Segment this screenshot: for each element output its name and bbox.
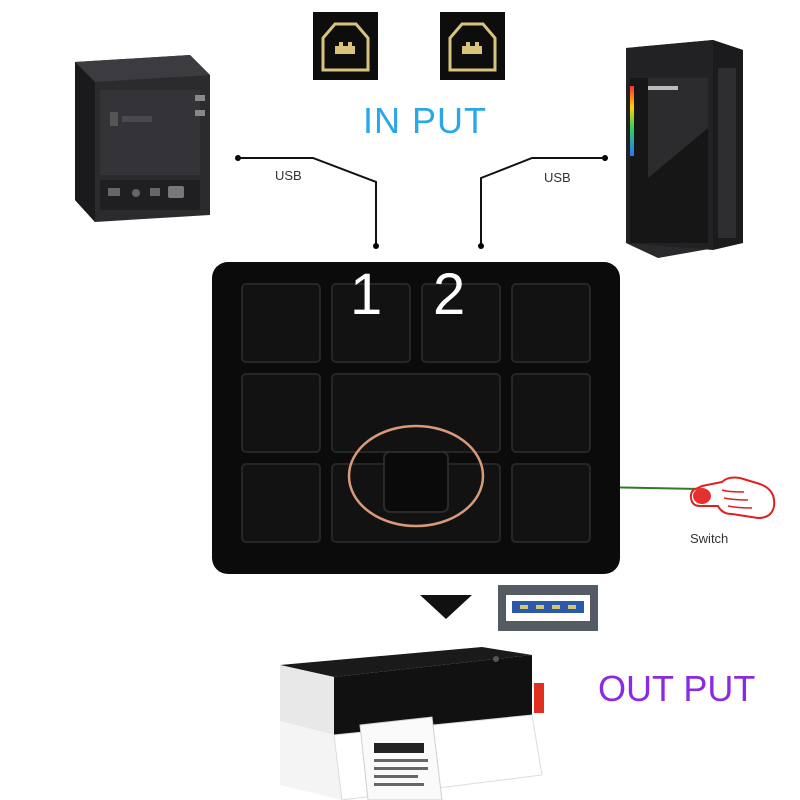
mini-pc-icon bbox=[75, 55, 210, 222]
input-title: IN PUT bbox=[362, 100, 487, 141]
usb-b-left-icon bbox=[313, 12, 378, 80]
port-number-1: 1 bbox=[350, 262, 383, 327]
switch-label: Switch bbox=[690, 531, 729, 546]
usb-b-right-icon bbox=[440, 12, 505, 80]
pointing-hand-icon bbox=[689, 476, 776, 520]
down-arrow-icon bbox=[420, 595, 472, 619]
usb-switch-box bbox=[212, 262, 620, 574]
usb-a-icon bbox=[498, 585, 598, 631]
port-number-2: 2 bbox=[433, 262, 466, 327]
usb-label-right: USB bbox=[544, 170, 571, 185]
usb-label-left: USB bbox=[275, 168, 302, 183]
tower-pc-icon bbox=[626, 40, 743, 258]
label-printer-icon bbox=[280, 647, 544, 800]
output-title: OUT PUT bbox=[598, 668, 756, 709]
